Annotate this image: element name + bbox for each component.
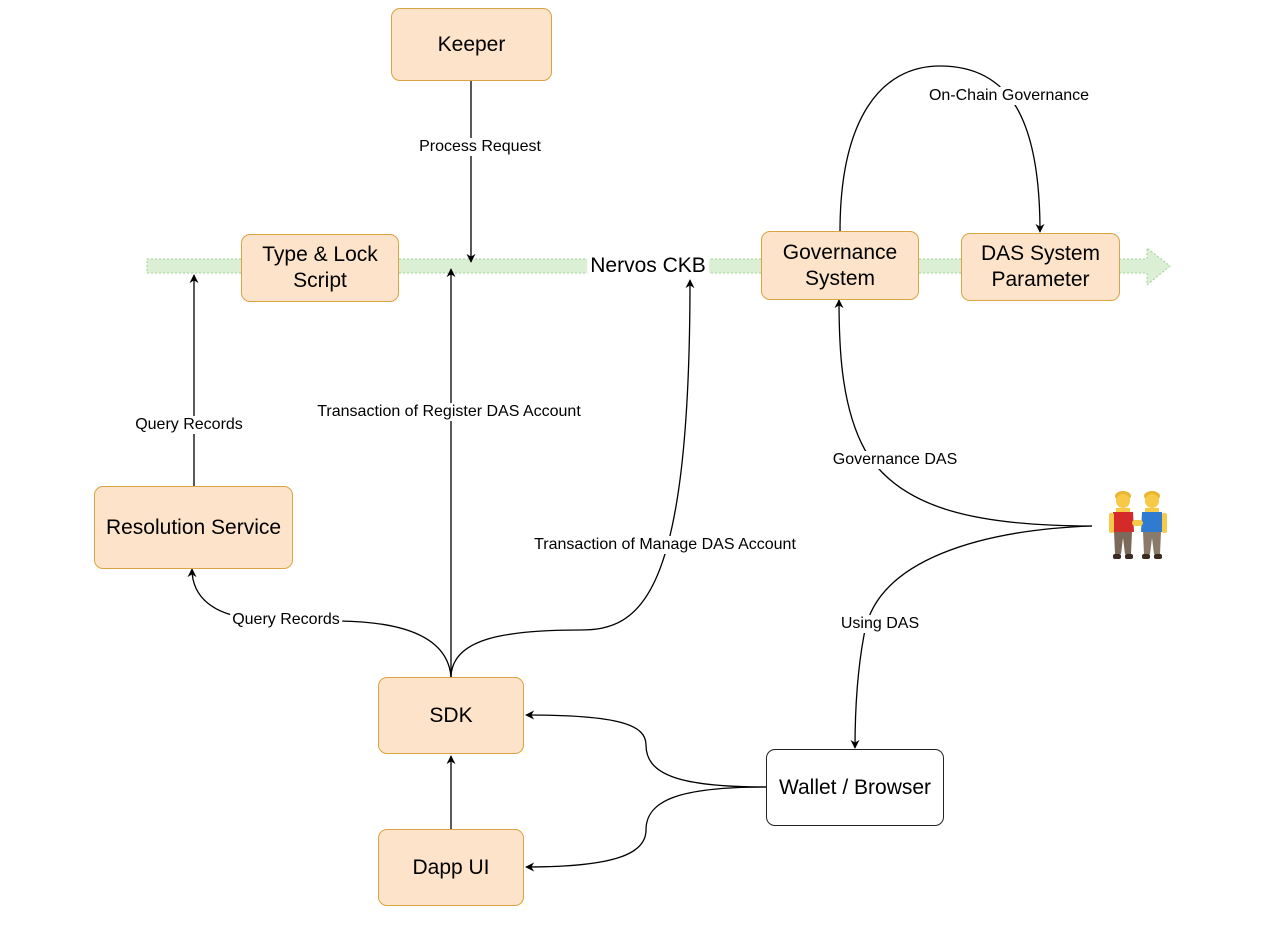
label-query-records-up: Query Records: [133, 416, 245, 434]
nervos-ckb-label: Nervos CKB: [587, 254, 709, 278]
node-keeper: Keeper: [391, 8, 552, 81]
edge-on-chain-governance: [839, 65, 1045, 233]
label-register-account: Transaction of Register DAS Account: [315, 403, 583, 421]
node-dapp-ui: Dapp UI: [378, 829, 524, 906]
node-resolution-service: Resolution Service: [94, 486, 293, 569]
edge-governance-das: [834, 299, 1093, 527]
two-people-icon: [1109, 491, 1167, 559]
edge-using-das: [850, 525, 1093, 749]
label-using-das: Using DAS: [838, 615, 922, 633]
label-manage-account: Transaction of Manage DAS Account: [532, 536, 798, 554]
label-on-chain-governance: On-Chain Governance: [926, 87, 1092, 105]
node-sdk: SDK: [378, 677, 524, 754]
node-type-lock-script: Type & Lock Script: [241, 234, 399, 302]
node-governance-system: Governance System: [761, 231, 919, 300]
node-das-system-parameter: DAS System Parameter: [961, 233, 1120, 301]
edge-manage-account: [450, 279, 695, 678]
label-query-records-sdk: Query Records: [230, 611, 342, 629]
label-governance-das: Governance DAS: [830, 451, 960, 469]
label-process-request: Process Request: [417, 138, 543, 156]
node-wallet-browser: Wallet / Browser: [766, 749, 944, 826]
edge-wallet-to-sdk: [525, 710, 767, 788]
edge-wallet-to-dapp: [525, 786, 767, 872]
